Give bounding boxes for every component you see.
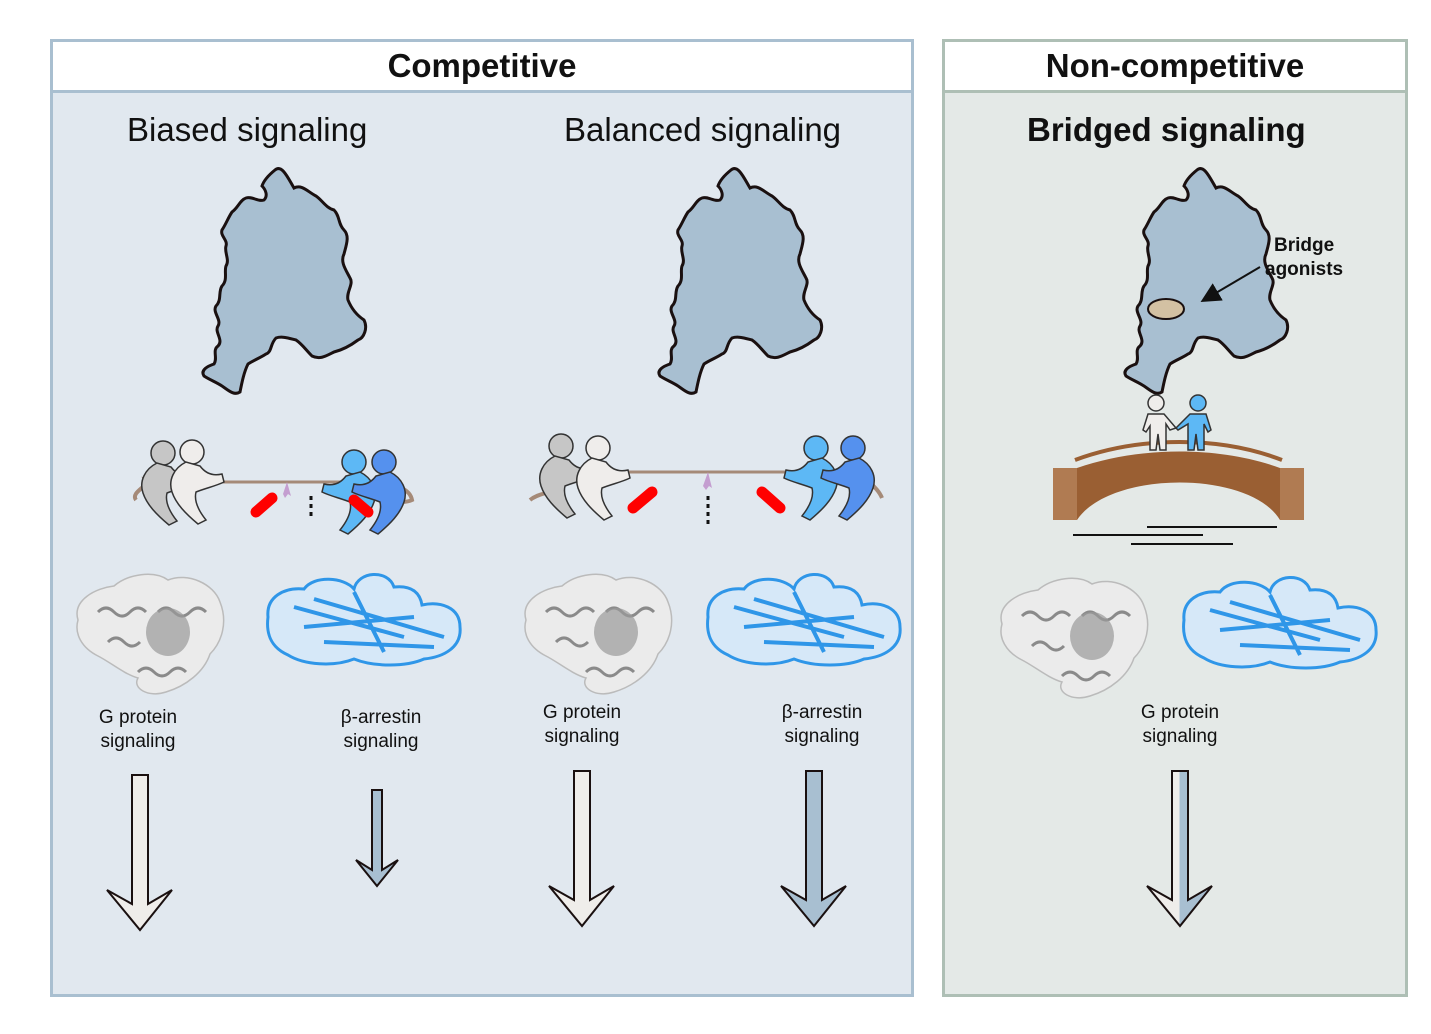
red-marker	[250, 492, 278, 518]
bridge-pillar-right	[1280, 468, 1304, 520]
bridge-agonists-callout: Bridge agonists	[1265, 235, 1344, 280]
arrestin-label-biased: β-arrestin signaling	[340, 707, 422, 752]
figure-blue	[820, 435, 875, 521]
g-protein-arrow-biased	[106, 774, 173, 932]
tug-of-war-biased	[132, 439, 415, 535]
non-competitive-header: Non-competitive	[945, 42, 1405, 93]
figure-white	[170, 439, 225, 525]
g-protein-structure	[1000, 577, 1149, 699]
red-marker	[627, 486, 658, 514]
receptor-biased	[201, 167, 368, 395]
bridge-pillar-left	[1053, 468, 1077, 520]
bridged-signaling-title: Bridged signaling	[1027, 111, 1306, 148]
receptor-balanced	[657, 167, 824, 395]
figure-white	[576, 435, 631, 521]
g-protein-label-balanced: G protein signaling	[542, 702, 622, 747]
callout-arrow	[1200, 266, 1261, 303]
bridged-signaling-arrow	[1146, 770, 1213, 928]
red-marker	[348, 494, 374, 518]
bridge-agonist	[1147, 298, 1185, 320]
g-protein-label-biased: G protein signaling	[98, 707, 178, 752]
center-flag	[283, 482, 291, 498]
bridge	[1053, 394, 1304, 545]
arrestin-structure	[706, 573, 902, 667]
arrestin-arrow-biased	[355, 789, 399, 888]
biased-signaling-title: Biased signaling	[127, 111, 368, 148]
g-protein-structure	[524, 573, 673, 695]
competitive-header: Competitive	[53, 42, 911, 93]
arrestin-label-balanced: β-arrestin signaling	[781, 702, 863, 747]
receptor-bridged	[1123, 167, 1290, 395]
balanced-signaling-title: Balanced signaling	[564, 111, 842, 148]
arrestin-structure	[1182, 576, 1378, 670]
arrestin-arrow-balanced	[780, 770, 847, 928]
figure-white-holding-hands	[1142, 394, 1178, 451]
g-protein-arrow-balanced	[548, 770, 615, 928]
tug-of-war-balanced	[528, 433, 884, 524]
g-protein-structure	[76, 573, 225, 695]
center-flag	[703, 472, 712, 490]
g-protein-label-bridged: G protein signaling	[1140, 702, 1220, 747]
arrestin-structure	[266, 573, 462, 667]
red-marker	[756, 486, 786, 514]
figure-blue-holding-hands	[1174, 394, 1212, 451]
